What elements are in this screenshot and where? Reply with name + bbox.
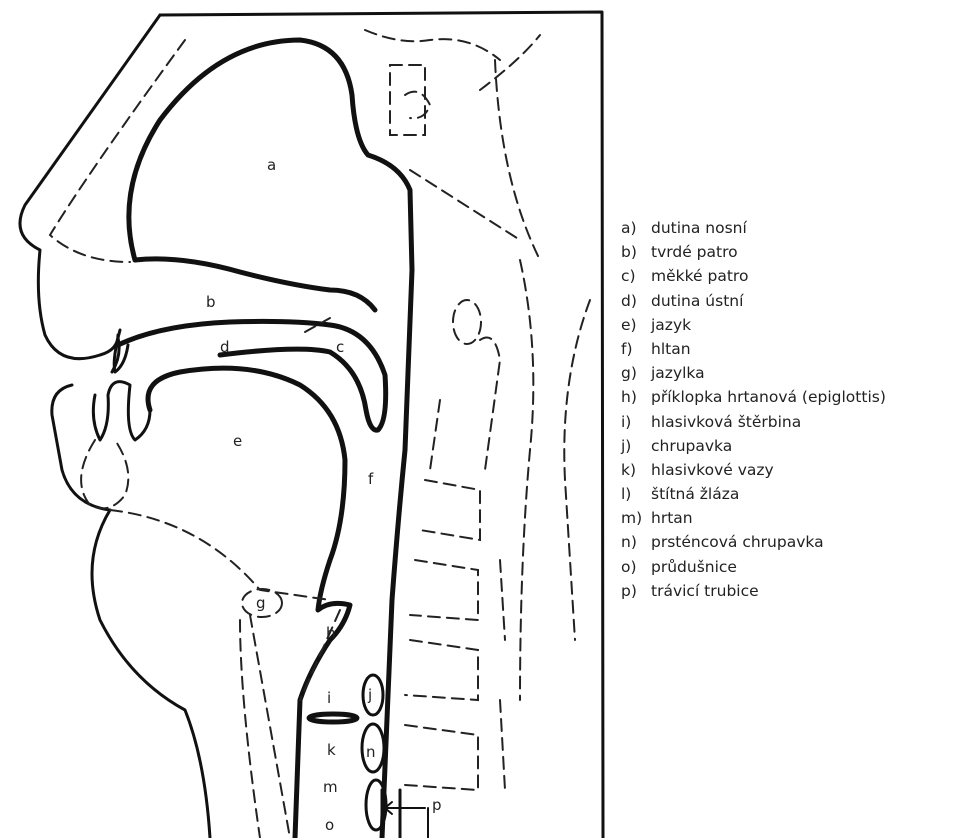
label-m: m	[323, 778, 338, 796]
vertebra-4	[405, 725, 478, 790]
label-j: j	[367, 686, 372, 704]
larynx-dash-left	[250, 615, 290, 838]
lower-tooth	[93, 382, 150, 440]
label-i: i	[327, 689, 331, 707]
label-d: d	[220, 338, 230, 356]
legend-item: i)hlasivková štěrbina	[621, 410, 886, 434]
cartilage-j	[363, 675, 383, 715]
vertebra-process	[453, 300, 481, 344]
label-b: b	[206, 293, 216, 311]
label-h: h	[326, 624, 336, 642]
nasal-cavity-outline	[129, 40, 412, 270]
vertebra-col	[430, 400, 505, 790]
legend-item: f)hltan	[621, 337, 886, 361]
legend-item: k)hlasivkové vazy	[621, 458, 886, 482]
legend-item: j)chrupavka	[621, 434, 886, 458]
tongue-outline	[148, 368, 350, 838]
legend-item: b)tvrdé patro	[621, 240, 886, 264]
label-c: c	[336, 338, 344, 356]
dens-dash	[405, 92, 430, 119]
spine-upper-dash	[365, 30, 540, 260]
hard-palate-upper	[135, 259, 375, 310]
vertebra-3	[405, 640, 478, 700]
label-p: p	[432, 796, 442, 814]
label-a: a	[267, 156, 276, 174]
soft-palate	[220, 325, 386, 430]
legend-item: m)hrtan	[621, 506, 886, 530]
legend-item: d)dutina ústní	[621, 289, 886, 313]
label-e: e	[233, 432, 242, 450]
vertebra-arch	[480, 338, 500, 471]
legend-item: o)průdušnice	[621, 555, 886, 579]
legend-item: c)měkké patro	[621, 264, 886, 288]
vertebra-2	[410, 560, 478, 620]
label-g: g	[256, 594, 266, 612]
legend-item: l)štítná žláza	[621, 482, 886, 506]
legend-item: a)dutina nosní	[621, 216, 886, 240]
legend: a)dutina nosní b)tvrdé patro c)měkké pat…	[621, 216, 886, 603]
label-n: n	[366, 743, 376, 761]
pharynx-back-wall	[382, 270, 412, 838]
jaw-dash	[81, 440, 128, 508]
legend-item: h)příklopka hrtanová (epiglottis)	[621, 385, 886, 409]
vertebra-1	[420, 480, 480, 540]
esophagus-arrow	[385, 802, 425, 814]
label-o: o	[325, 816, 334, 834]
spine-curve-dash	[520, 260, 533, 700]
legend-item: e)jazyk	[621, 313, 886, 337]
legend-item: g)jazylka	[621, 361, 886, 385]
vocal-cords	[309, 714, 357, 722]
label-f: f	[368, 470, 374, 488]
legend-item: n)prsténcová chrupavka	[621, 530, 886, 554]
legend-item: p)trávicí trubice	[621, 579, 886, 603]
floor-dash	[110, 510, 330, 600]
spine-curve-dash-2	[564, 300, 590, 640]
label-k: k	[327, 741, 336, 759]
